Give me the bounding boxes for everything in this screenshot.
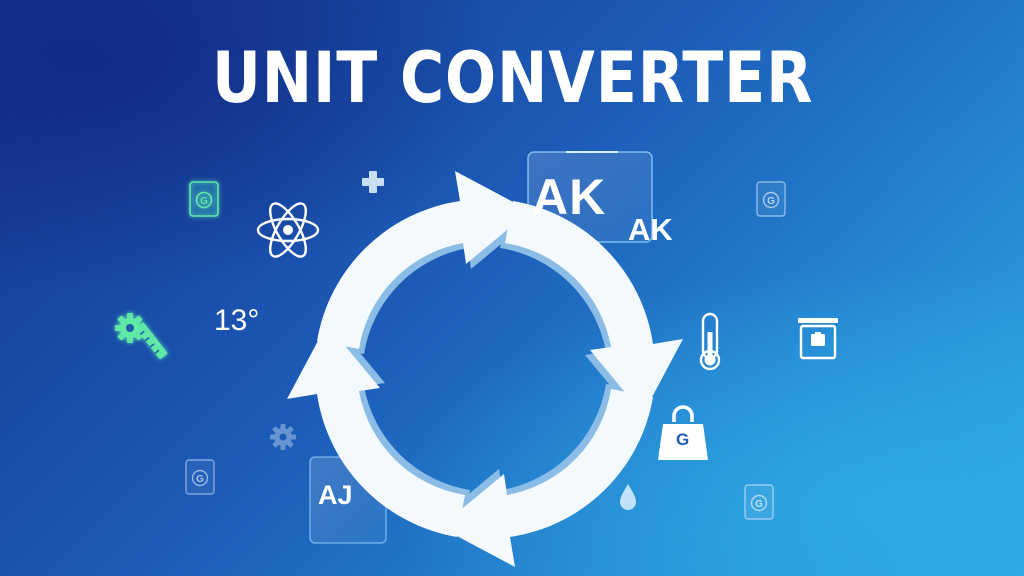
gear-icon: [270, 424, 296, 450]
aj-label: AJ: [318, 480, 353, 510]
gear-ruler-icon: [115, 313, 168, 360]
cycle-arrow-bottom: [440, 389, 653, 567]
weight-g-label: G: [676, 430, 690, 449]
g-card-icon: G: [189, 181, 219, 217]
temperature-label: 13°: [214, 304, 260, 337]
plus-icon: [362, 171, 384, 193]
cycle-arrow-right: [505, 201, 683, 414]
ak-label-large: AK: [532, 169, 607, 225]
water-drop-icon: [620, 484, 636, 510]
cycle-arrow-left: [287, 324, 465, 537]
g-card-icon-faded-left: G: [185, 459, 215, 495]
page-title: UNIT CONVERTER: [212, 37, 814, 119]
svg-text:G: G: [196, 474, 204, 485]
svg-text:G: G: [200, 196, 208, 207]
cycle-arrow-top: [317, 171, 530, 349]
g-card-icon-faded-top-right: G: [756, 181, 786, 217]
ak-label-small: AK: [628, 212, 673, 247]
scale-icon: [798, 318, 838, 360]
converter-cycle-arrows-icon: [287, 171, 683, 567]
weight-icon: [658, 405, 708, 460]
atom-icon: [256, 202, 320, 258]
svg-text:G: G: [767, 196, 775, 207]
g-card-icon-faded-bottom-right: G: [744, 484, 774, 520]
thermometer-icon: [699, 312, 721, 371]
svg-text:G: G: [755, 499, 763, 510]
